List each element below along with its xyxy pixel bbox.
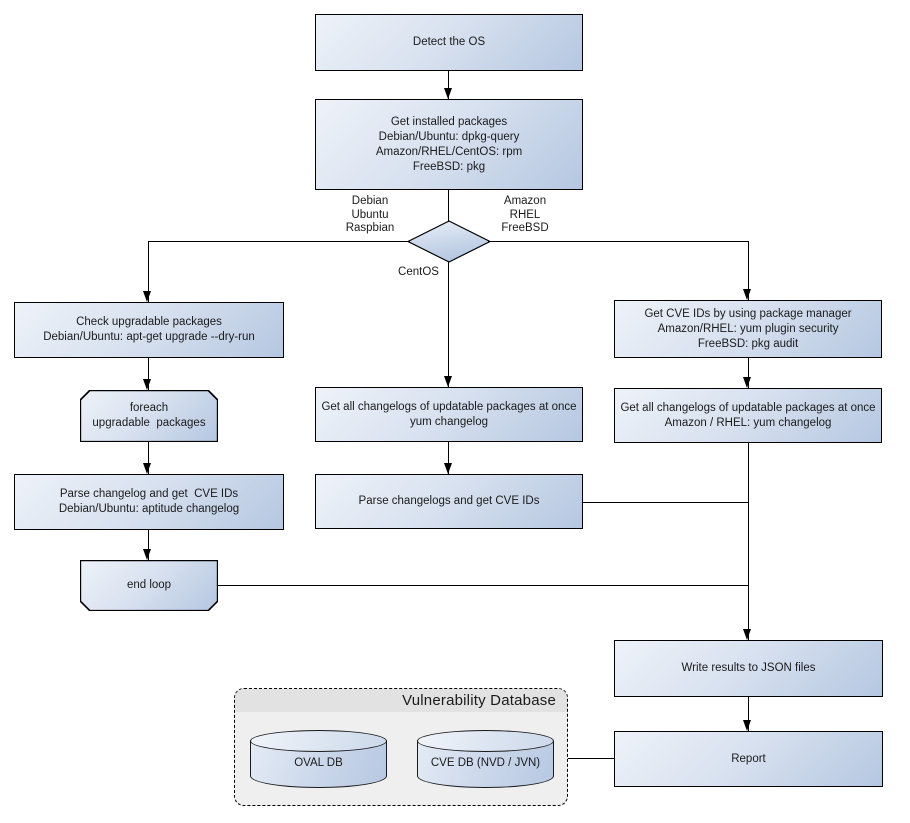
arrowhead-foreach (143, 379, 151, 390)
node-label: Report (731, 752, 766, 765)
arrowhead-installed (444, 88, 452, 99)
node-label: Check upgradable packages Debian/Ubuntu:… (43, 316, 255, 343)
diamond-shape (406, 220, 492, 263)
node-check-upgradable-packages: Check upgradable packages Debian/Ubuntu:… (14, 302, 284, 358)
node-label: Get all changelogs of updatable packages… (321, 400, 577, 428)
cylinder-oval-db: OVAL DB (250, 730, 387, 788)
node-get-changelogs-amazon-rhel: Get all changelogs of updatable packages… (614, 388, 882, 443)
arrowhead-get-cve-ids (743, 289, 751, 300)
edge-parse-to-endloop (148, 530, 149, 560)
edge-decision-left-horizontal (148, 241, 410, 242)
edge-merge-to-write-results (748, 443, 749, 640)
label-branch-amazon-rhel-freebsd: Amazon RHEL FreeBSD (501, 195, 549, 234)
arrowhead-changelogs-centos (444, 376, 452, 387)
decision-diamond-os (406, 220, 492, 263)
edge-vulndb-to-report (568, 758, 614, 759)
arrowhead-check-upgradable (143, 291, 151, 302)
edge-decision-left-vertical (148, 241, 149, 302)
node-get-installed-packages: Get installed packages Debian/Ubuntu: dp… (315, 99, 583, 190)
edge-detect-to-installed (448, 71, 449, 99)
node-label: foreach upgradable packages (92, 402, 206, 429)
loop-shape-fill (81, 561, 217, 610)
node-parse-changelog-deb: Parse changelog and get CVE IDs Debian/U… (14, 474, 284, 530)
edge-foreach-to-parse (148, 442, 149, 474)
node-label: Write results to JSON files (681, 662, 816, 674)
node-label: Parse changelogs and get CVE IDs (358, 495, 540, 507)
edge-decision-right-vertical (748, 241, 749, 300)
arrowhead-changelogs-amazon (743, 377, 751, 388)
node-label: Parse changelog and get CVE IDs Debian/U… (58, 488, 240, 515)
edge-decision-right-horizontal (488, 241, 748, 242)
edge-parse-centos-to-merge (583, 502, 748, 503)
node-label: end loop (126, 579, 172, 591)
edge-check-to-foreach (148, 358, 149, 390)
arrowhead-write-results (743, 629, 751, 640)
label-branch-debian-ubuntu-raspbian: Debian Ubuntu Raspbian (345, 195, 395, 234)
edge-endloop-to-merge (218, 585, 748, 586)
node-write-results-json: Write results to JSON files (614, 640, 883, 697)
edge-installed-to-decision (448, 190, 449, 222)
arrowhead-parse-centos (444, 463, 452, 474)
arrowhead-report (743, 720, 751, 731)
node-detect-os: Detect the OS (315, 14, 583, 71)
node-get-cve-ids-package-manager: Get CVE IDs by using package manager Ama… (614, 300, 882, 358)
cylinder-top-ellipse (417, 730, 554, 752)
cylinder-cve-db: CVE DB (NVD / JVN) (417, 730, 554, 788)
node-label: Get CVE IDs by using package manager Ama… (644, 307, 852, 350)
arrowhead-parse-deb (143, 463, 151, 474)
cylinder-top-ellipse (250, 730, 387, 752)
cylinder-label: CVE DB (NVD / JVN) (430, 757, 541, 769)
node-label: Detect the OS (412, 36, 486, 48)
node-label: Get all changelogs of updatable packages… (620, 401, 876, 429)
panel-header (235, 689, 567, 712)
node-label: Get installed packages Debian/Ubuntu: dp… (375, 115, 523, 173)
node-report: Report (614, 731, 883, 787)
edge-decision-bottom-vertical (448, 261, 449, 387)
node-get-changelogs-centos: Get all changelogs of updatable packages… (315, 387, 583, 442)
arrowhead-end-loop (143, 549, 151, 560)
node-foreach-loop-start: foreach upgradable packages (80, 390, 218, 442)
edge-write-to-report (748, 697, 749, 731)
label-branch-centos: CentOS (398, 266, 439, 278)
edge-cveids-to-changelogs-right (748, 358, 749, 388)
node-parse-changelogs-centos: Parse changelogs and get CVE IDs (315, 474, 583, 529)
cylinder-label: OVAL DB (294, 757, 343, 769)
node-end-loop: end loop (80, 560, 218, 611)
loop-shape-fill (81, 391, 217, 441)
edge-changelogs-to-parse-centos (448, 442, 449, 474)
vulnerability-database-title: Vulnerability Database (402, 692, 556, 709)
